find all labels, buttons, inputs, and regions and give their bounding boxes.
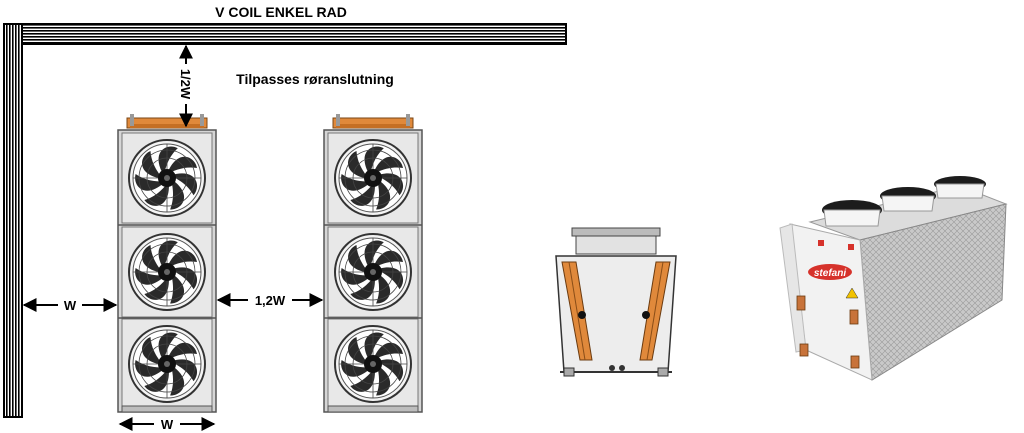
diagram-title: V COIL ENKEL RAD — [215, 4, 347, 20]
fan-icon — [121, 132, 213, 224]
v-coil-end-view — [555, 227, 677, 377]
fan-icon — [121, 226, 213, 318]
dim-between-label: 1,2W — [255, 293, 286, 308]
fan-icon — [327, 132, 419, 224]
dim-bottom-w-label: W — [161, 417, 174, 432]
brand-logo: stefani — [814, 268, 846, 279]
dim-wall-w-label: W — [64, 298, 77, 313]
fan-icon — [121, 318, 213, 410]
dimension-half-w: 1/2W — [178, 44, 193, 128]
pipe-connection-note: Tilpasses røranslutning — [236, 71, 394, 87]
cooler-unit-2 — [323, 114, 423, 413]
cooler-unit-1 — [117, 114, 217, 413]
fan-icon — [327, 226, 419, 318]
dimension-wall-w: W — [22, 298, 118, 313]
wall-left — [3, 23, 23, 418]
wall-top — [21, 23, 567, 45]
dim-half-w-label: 1/2W — [178, 69, 193, 100]
dry-cooler-3d-photo: stefani — [779, 176, 1008, 381]
fan-icon — [327, 318, 419, 410]
dimension-bottom-w: W — [118, 417, 216, 432]
dimension-between-units: 1,2W — [216, 293, 324, 308]
